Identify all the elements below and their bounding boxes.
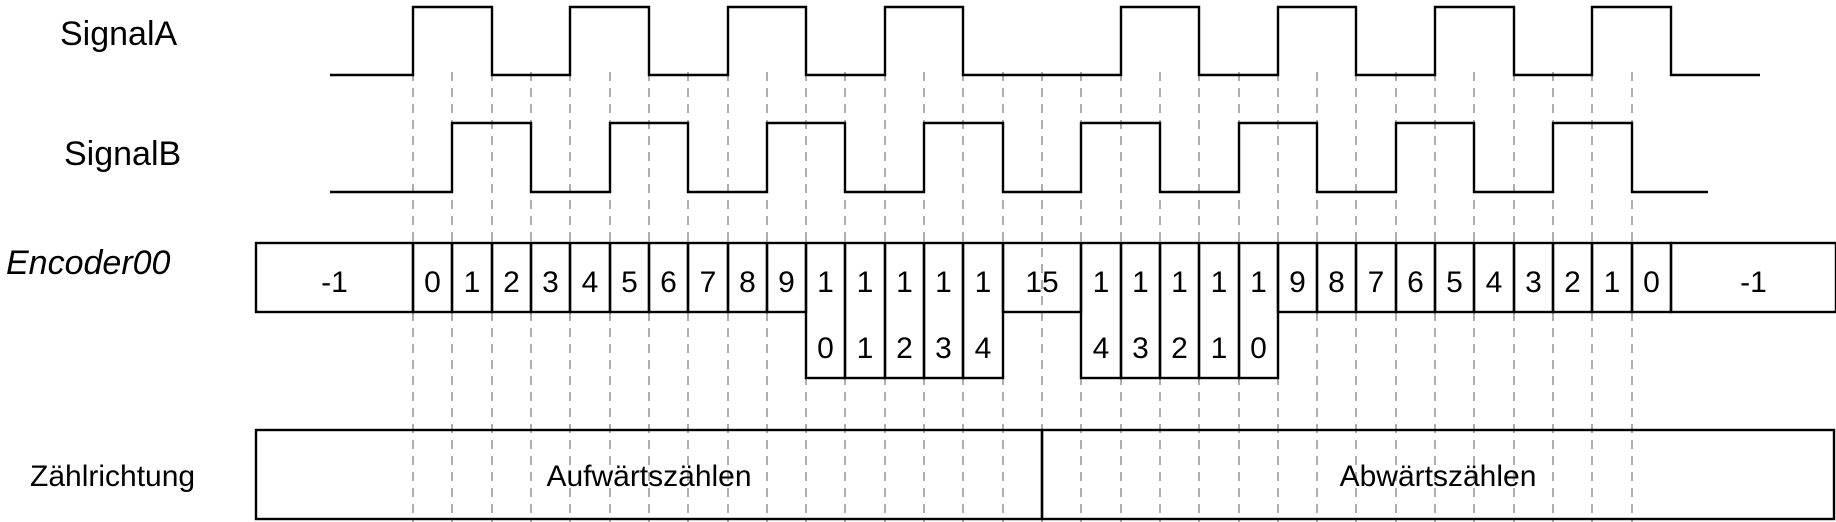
encoder-value: 15 [1025,266,1058,299]
encoder-digit: 0 [817,332,834,365]
encoder-digit: 3 [935,332,952,365]
signal-b-label: SignalB [64,135,181,173]
encoder-label: Encoder00 [6,244,171,282]
encoder-digit: 1 [857,332,874,365]
encoder-digit: 1 [896,266,913,299]
encoder-value: 4 [582,266,599,299]
direction-label: Zählrichtung [30,460,195,493]
encoder-value: 9 [1289,266,1306,299]
encoder-digit: 2 [896,332,913,365]
encoder-value: 0 [1643,266,1660,299]
encoder-value: 2 [1564,266,1581,299]
encoder-value: 8 [739,266,756,299]
direction-bus: Aufwärtszählen Abwärtszählen [254,428,1836,521]
signal-a-waveform [330,5,1760,77]
signal-b-waveform [330,121,1708,194]
encoder-value: 7 [700,266,717,299]
encoder-digit: 1 [1171,266,1188,299]
encoder-value: -1 [1740,266,1767,299]
encoder-digit: 1 [1250,266,1267,299]
encoder-value: 8 [1328,266,1345,299]
encoder-digit: 1 [1211,266,1228,299]
encoder-value: 3 [1525,266,1542,299]
encoder-value: -1 [321,266,348,299]
encoder-digit: 1 [1132,266,1149,299]
encoder-value: 1 [1604,266,1621,299]
encoder-value: 1 [464,266,481,299]
encoder-value: 6 [660,266,677,299]
encoder-value: 3 [542,266,559,299]
encoder-value: 5 [621,266,638,299]
encoder-digit: 3 [1132,332,1149,365]
direction-segment-label: Aufwärtszählen [546,460,751,493]
encoder-digit: 1 [1093,266,1110,299]
direction-segment [1040,428,1836,521]
encoder-digit: 1 [1211,332,1228,365]
encoder-digit: 4 [1093,332,1110,365]
encoder-value: 4 [1486,266,1503,299]
encoder-value: 7 [1368,266,1385,299]
encoder-digit: 4 [975,332,992,365]
encoder-value: 9 [778,266,795,299]
encoder-cell [1669,241,1836,314]
encoder-digit: 2 [1171,332,1188,365]
encoder-digit: 0 [1250,332,1267,365]
encoder-value: 0 [424,266,441,299]
direction-segment-label: Abwärtszählen [1340,460,1537,493]
encoder-digit: 1 [975,266,992,299]
encoder-digit: 1 [817,266,834,299]
encoder-value: 6 [1407,266,1424,299]
encoder-value: 2 [503,266,520,299]
signal-a-label: SignalA [60,15,178,53]
encoder-digit: 1 [935,266,952,299]
encoder-digit: 1 [857,266,874,299]
encoder-value: 5 [1446,266,1463,299]
